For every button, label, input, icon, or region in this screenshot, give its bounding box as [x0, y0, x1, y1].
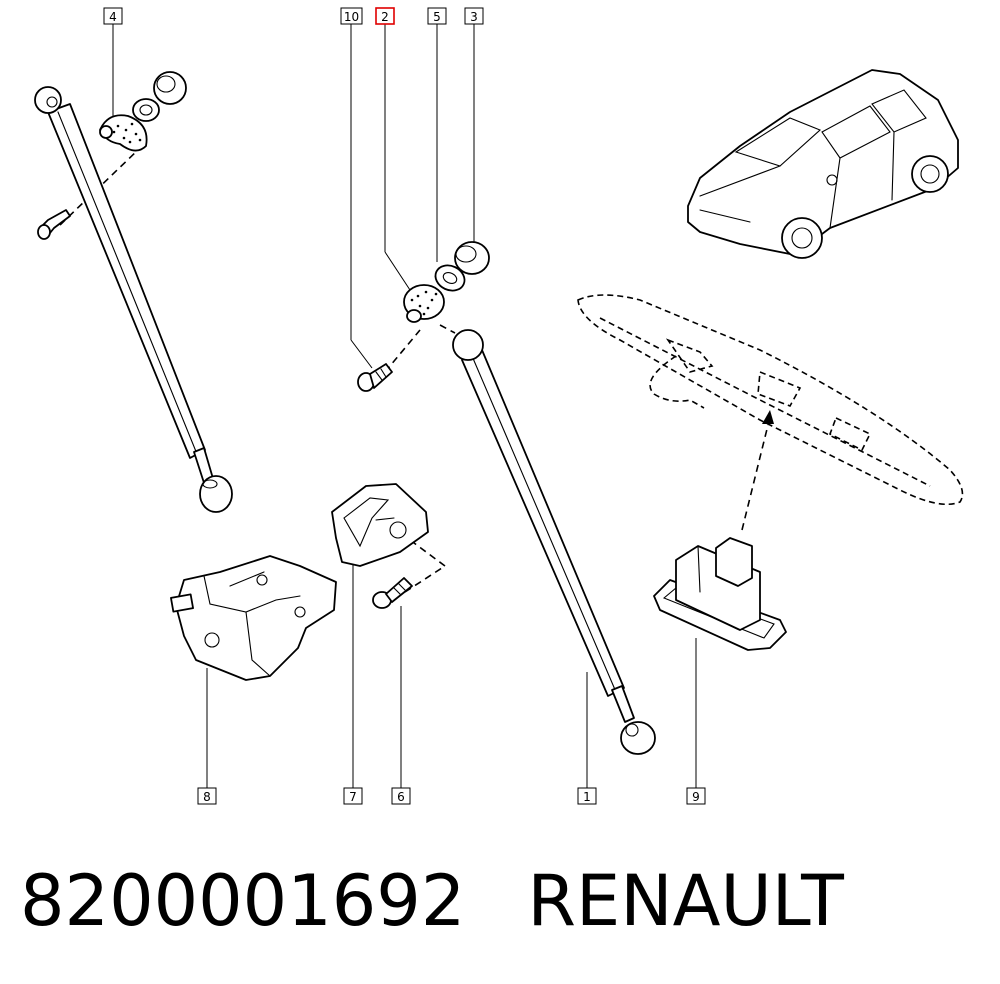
gas-strut-left — [34, 86, 233, 513]
svg-text:4: 4 — [109, 10, 117, 24]
svg-text:3: 3 — [470, 10, 478, 24]
tailgate-lock-8 — [170, 555, 337, 681]
part-number: 8200001692 — [20, 860, 466, 942]
ball-pin-2 — [403, 284, 445, 323]
svg-text:2: 2 — [381, 10, 389, 24]
svg-text:5: 5 — [433, 10, 441, 24]
screw-10 — [357, 363, 393, 392]
ball-joint-clip-4 — [37, 71, 187, 240]
svg-text:1: 1 — [583, 790, 591, 804]
callout-1: 1 — [577, 787, 597, 805]
callout-6: 6 — [391, 787, 411, 805]
svg-text:8: 8 — [203, 790, 211, 804]
callout-2: 2 — [375, 7, 395, 25]
callout-5: 5 — [427, 7, 447, 25]
gas-strut-right — [452, 329, 656, 755]
cap-3 — [454, 241, 490, 275]
callout-10: 10 — [340, 7, 363, 25]
leader-lines — [112, 24, 697, 788]
callout-9: 9 — [686, 787, 706, 805]
callout-8: 8 — [197, 787, 217, 805]
svg-text:10: 10 — [344, 10, 359, 24]
callout-7: 7 — [343, 787, 363, 805]
svg-text:6: 6 — [397, 790, 405, 804]
car-thumbnail — [687, 69, 959, 259]
callout-4: 4 — [103, 7, 123, 25]
part-caption: 8200001692 RENAULT — [20, 856, 844, 946]
bolt-6 — [372, 577, 413, 609]
svg-text:7: 7 — [349, 790, 357, 804]
brand-name: RENAULT — [527, 860, 844, 942]
svg-text:9: 9 — [692, 790, 700, 804]
tailgate-trim-outline — [577, 294, 964, 506]
washer-5 — [434, 264, 466, 292]
number-plate-light-9 — [653, 537, 787, 651]
assembly-dashes — [59, 147, 774, 593]
striker-bracket-7 — [331, 483, 429, 567]
callout-3: 3 — [464, 7, 484, 25]
